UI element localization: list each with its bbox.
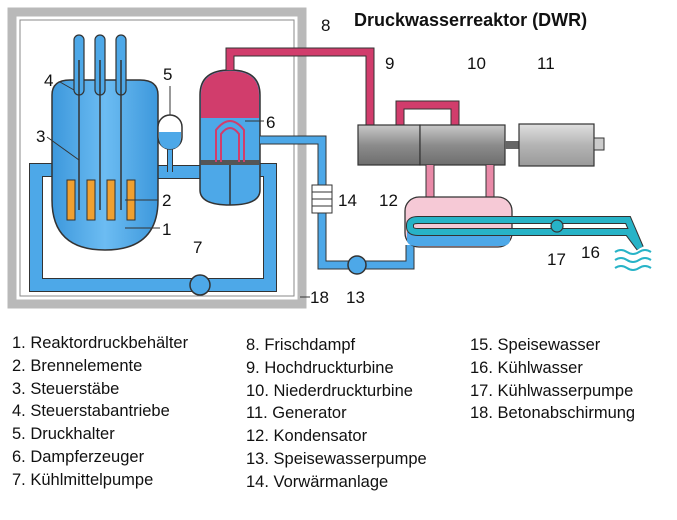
label-7: 7 — [193, 238, 202, 257]
legend-column-3: 15. Speisewasser 16. Kühlwasser 17. Kühl… — [470, 334, 635, 425]
label-17: 17 — [547, 250, 566, 269]
low-pressure-turbine — [419, 124, 506, 166]
label-5: 5 — [163, 65, 172, 84]
generator-terminal — [593, 137, 605, 151]
legend-item: 1. Reaktordruckbehälter — [12, 334, 189, 352]
label-1: 1 — [162, 220, 171, 239]
reactor-pressure-vessel — [51, 79, 159, 251]
legend-item: 6. Dampferzeuger — [12, 447, 145, 466]
legend-item: 15. Speisewasser — [470, 336, 601, 354]
main-steam-line — [225, 47, 460, 128]
feedwater-line — [260, 135, 415, 270]
legend-item: 3. Steuerstäbe — [12, 379, 120, 398]
exhaust-steam — [425, 165, 495, 200]
preheater — [311, 184, 333, 214]
legend-item: 16. Kühlwasser — [470, 358, 583, 377]
leader-lines — [46, 81, 310, 298]
legend-item: 12. Kondensator — [246, 427, 368, 446]
legend-item: 10. Niederdruckturbine — [246, 381, 413, 400]
turbine-shaft — [505, 141, 519, 149]
label-8: 8 — [321, 16, 330, 35]
label-9: 9 — [385, 54, 394, 73]
legend-item: 5. Druckhalter — [12, 425, 115, 444]
concrete-shielding-inner — [19, 19, 295, 297]
legend-column-2: 8. Frischdampf 9. Hochdruckturbine 10. N… — [246, 334, 427, 494]
coolant-pump — [189, 274, 211, 296]
pressurizer — [157, 114, 183, 172]
concrete-shielding — [7, 7, 307, 309]
legend-item: 13. Speisewasserpumpe — [246, 449, 427, 468]
label-11: 11 — [537, 54, 555, 73]
generator — [518, 123, 595, 167]
reactor-schematic: Druckwasserreaktor (DWR) 1 2 3 4 5 6 7 8… — [7, 7, 652, 309]
legend-item: 8. Frischdampf — [246, 336, 356, 354]
label-4: 4 — [44, 71, 53, 90]
label-16: 16 — [581, 243, 600, 262]
legend-column-1: 1. Reaktordruckbehälter 2. Brennelemente… — [12, 332, 188, 492]
legend-item: 9. Hochdruckturbine — [246, 358, 394, 377]
legend-item: 2. Brennelemente — [12, 356, 143, 375]
label-12: 12 — [379, 191, 398, 210]
feedwater-pump — [347, 255, 367, 275]
legend-item: 17. Kühlwasserpumpe — [470, 381, 634, 400]
legend-item: 18. Betonabschirmung — [470, 404, 636, 423]
label-3: 3 — [36, 127, 45, 146]
high-pressure-turbine — [357, 124, 421, 166]
label-2: 2 — [162, 191, 171, 210]
cooling-water-loop — [406, 216, 644, 251]
legend-item: 7. Kühlmittelpumpe — [12, 470, 154, 489]
label-10: 10 — [467, 54, 486, 73]
label-6: 6 — [266, 113, 275, 132]
label-18: 18 — [310, 288, 329, 307]
legend-item: 11. Generator — [246, 404, 347, 423]
steam-generator — [199, 69, 261, 206]
label-14: 14 — [338, 191, 357, 210]
diagram-title: Druckwasserreaktor (DWR) — [354, 10, 587, 30]
cooling-water-waves — [614, 249, 652, 271]
label-13: 13 — [346, 288, 365, 307]
cooling-water-pump — [550, 219, 564, 233]
legend-item: 14. Vorwärmanlage — [246, 472, 389, 491]
control-rods — [78, 60, 122, 210]
legend-item: 4. Steuerstabantriebe — [12, 402, 170, 421]
